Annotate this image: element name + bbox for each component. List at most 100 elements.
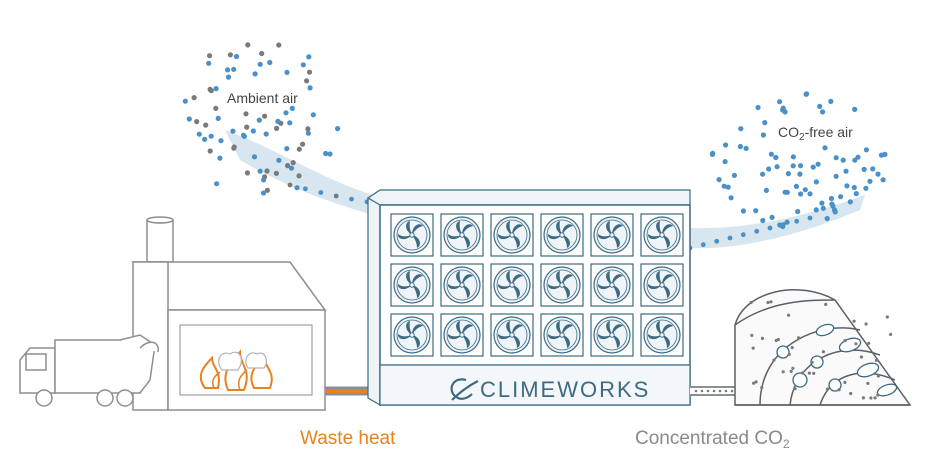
air-particle: [244, 124, 250, 130]
air-particle: [304, 78, 310, 84]
air-particle: [810, 164, 816, 170]
concentrated-co2-subscript: 2: [782, 437, 790, 451]
collector-unit: [366, 189, 691, 407]
co2-particle: [824, 302, 828, 306]
air-particle: [274, 125, 280, 131]
co2-free-air-cloud: [687, 91, 888, 251]
air-particle: [878, 152, 885, 158]
air-particle: [259, 50, 265, 57]
air-particle: [819, 200, 825, 206]
air-particle: [284, 146, 290, 152]
garbage-bags: [218, 351, 268, 371]
air-particle: [231, 145, 237, 151]
co2-particle: [787, 313, 791, 317]
air-particle: [762, 120, 768, 126]
air-particle: [215, 115, 221, 121]
co2-particle: [789, 369, 793, 373]
co2-particle: [800, 371, 805, 375]
air-particle: [731, 172, 738, 178]
air-particle: [306, 69, 313, 75]
co2-particle: [885, 315, 889, 319]
air-particle: [194, 119, 200, 125]
air-particle: [202, 136, 208, 142]
air-particle: [251, 154, 258, 160]
air-particle: [227, 52, 233, 58]
air-particle: [300, 141, 306, 147]
air-particle: [760, 171, 766, 177]
air-particle: [807, 191, 813, 197]
air-particle: [766, 166, 772, 172]
air-particle: [182, 98, 188, 104]
air-particle: [700, 242, 706, 248]
air-particle: [276, 157, 282, 163]
air-particle: [740, 232, 746, 238]
co2-free-air-label: CO2-free air: [778, 124, 853, 143]
co2-particle: [825, 387, 830, 391]
air-particle: [820, 205, 826, 211]
air-particle: [760, 217, 766, 224]
air-particle: [847, 199, 853, 205]
air-particle: [798, 191, 804, 197]
air-particle: [838, 194, 844, 200]
air-particle: [802, 187, 808, 193]
air-particle: [725, 184, 731, 190]
air-particle: [723, 142, 729, 148]
air-particle: [225, 74, 232, 80]
air-particle: [852, 157, 858, 163]
air-particle: [287, 182, 293, 188]
air-particle: [264, 168, 270, 174]
co2-particle: [843, 339, 847, 343]
co2-particle: [797, 336, 801, 340]
co2-particle: [769, 300, 773, 304]
air-particle: [784, 219, 790, 225]
concentrated-co2-prefix: Concentrated CO: [635, 428, 783, 449]
co2-free-air-stream: [690, 195, 865, 249]
air-particle: [260, 190, 267, 196]
air-particle: [828, 195, 835, 202]
air-particle: [327, 151, 333, 157]
co2-particle: [821, 350, 826, 354]
co2-particle: [807, 371, 812, 375]
co2-particle: [849, 391, 853, 396]
air-particle: [824, 215, 830, 222]
air-particle: [843, 168, 849, 174]
air-particle: [186, 116, 192, 122]
co2-particle: [793, 387, 797, 391]
air-particle: [803, 91, 809, 97]
climeworks-logo-icon: [450, 378, 479, 401]
air-particle: [755, 104, 761, 111]
air-particle: [716, 177, 722, 183]
air-particle: [785, 171, 792, 177]
air-particle: [813, 179, 820, 185]
co2-particle: [724, 389, 728, 393]
greenhouse-co2-dots: [749, 300, 893, 400]
co2-particle: [791, 366, 795, 370]
co2-particle: [787, 352, 791, 356]
air-particle: [844, 183, 850, 189]
air-particle: [793, 183, 800, 189]
air-particle: [233, 53, 240, 60]
air-particle: [780, 107, 786, 113]
co2-particle: [694, 389, 698, 393]
air-particle: [828, 98, 834, 104]
air-particle: [231, 66, 237, 72]
air-particle: [244, 170, 250, 176]
co2-particle: [837, 388, 841, 392]
air-particle: [287, 120, 293, 126]
air-particle: [300, 62, 306, 68]
air-particle: [784, 189, 790, 195]
co2-particle: [754, 380, 758, 384]
air-particle: [217, 155, 223, 161]
garbage-truck-icon: [19, 334, 159, 407]
co2-particle: [854, 342, 858, 346]
air-particle: [206, 60, 212, 66]
air-particle: [303, 186, 308, 192]
air-particle: [774, 164, 780, 170]
air-particle: [743, 145, 749, 151]
air-particle: [815, 161, 821, 167]
air-particle: [335, 126, 341, 132]
air-particle: [722, 159, 728, 165]
air-particle: [257, 168, 263, 174]
co2-free-air-suffix: -free air: [804, 124, 853, 140]
